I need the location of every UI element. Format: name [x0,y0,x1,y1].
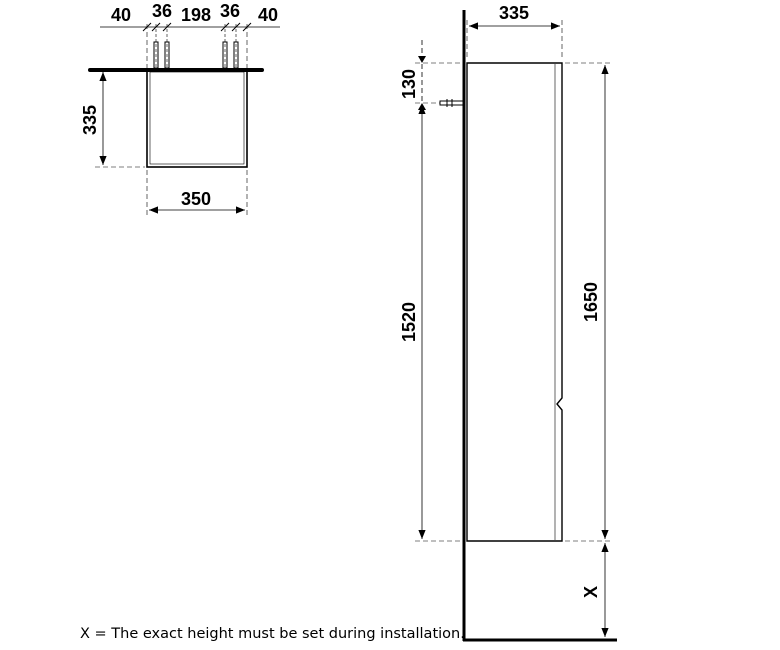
side-depth-label: 335 [499,3,529,23]
side-1650-label: 1650 [581,282,601,322]
side-1520-label: 1520 [399,302,419,342]
top-dim-40-right: 40 [258,5,278,25]
top-width-label: 350 [181,189,211,209]
side-view-cabinet-outline [466,62,563,542]
top-dim-36-left: 36 [152,1,172,21]
top-dim-198: 198 [181,5,211,25]
side-view: 335 130 1520 1650 X [399,3,617,642]
top-view: 40 36 198 36 40 335 350 [80,1,280,215]
top-depth-label: 335 [80,105,100,135]
top-dim-36-right: 36 [220,1,240,21]
side-view-fixing-bolt [439,99,465,107]
top-dim-40-left: 40 [111,5,131,25]
side-view-130-arrow-top [418,56,426,63]
installation-note: X = The exact height must be set during … [80,626,465,642]
top-view-hole-lines [155,24,237,70]
side-130-label: 130 [399,69,419,99]
top-view-dim-ticks [142,22,252,32]
side-x-label: X [581,586,601,598]
top-view-cabinet-inner [149,71,245,165]
top-view-cabinet-outline [146,69,248,168]
top-view-fixing-bolts [153,41,239,69]
side-view-left-extensions [415,62,462,542]
